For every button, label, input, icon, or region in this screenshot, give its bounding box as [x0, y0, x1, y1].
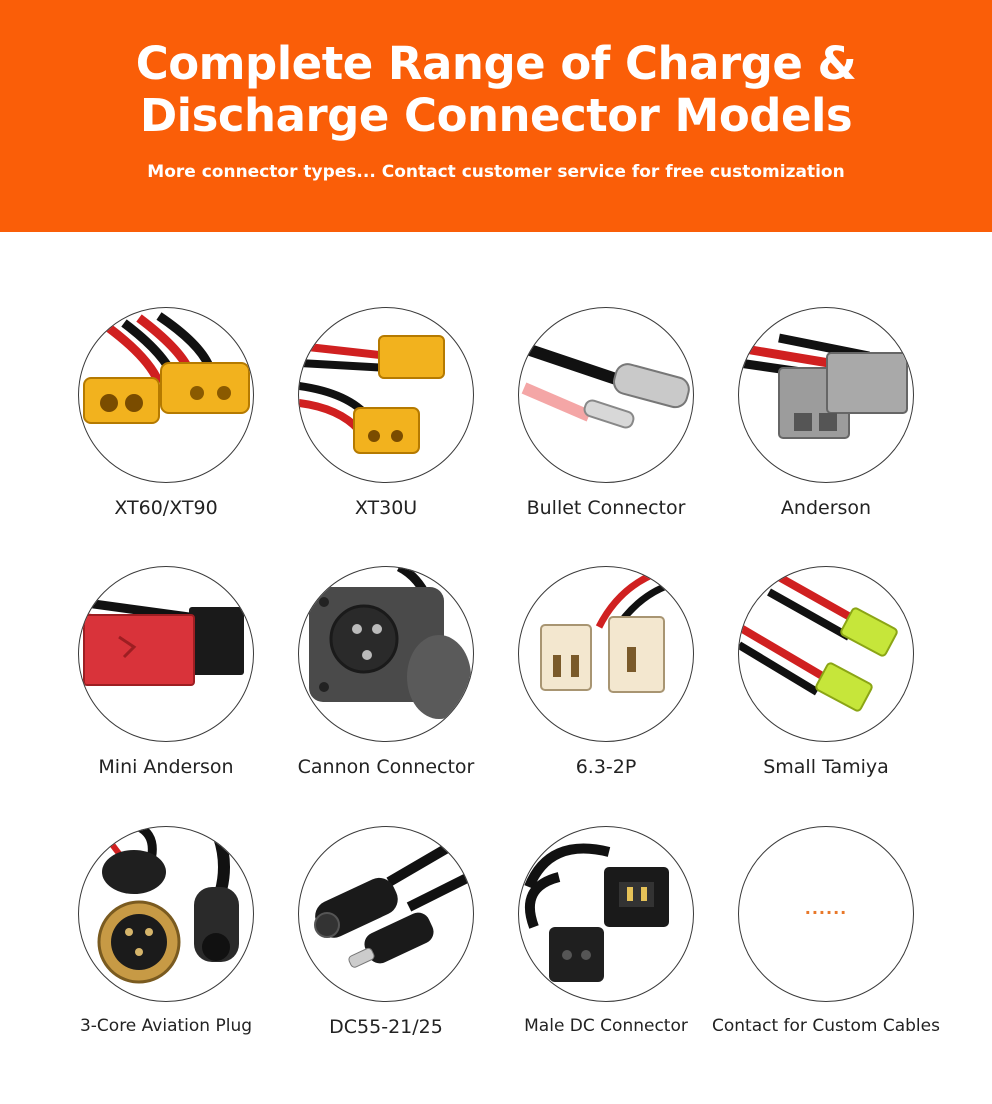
page-title-line-1: Complete Range of Charge & [135, 37, 857, 90]
connector-card-cannon[interactable]: Cannon Connector [276, 566, 496, 806]
connector-label: Cannon Connector [297, 756, 475, 778]
connector-label: DC55-21/25 [329, 1016, 443, 1038]
mini-anderson-connector-icon [78, 566, 254, 742]
connector-card-6-3-2p[interactable]: 6.3-2P [496, 566, 716, 806]
connector-card-mini-anderson[interactable]: Mini Anderson [56, 566, 276, 806]
page-subtitle: More connector types... Contact customer… [147, 162, 845, 182]
bullet-connector-icon [518, 307, 694, 483]
6-3-2p-connector-icon [518, 566, 694, 742]
connector-label: Mini Anderson [98, 756, 234, 778]
connector-grid: XT60/XT90 XT30U Bullet Connecto [0, 232, 992, 1104]
dc-barrel-connector-icon [298, 826, 474, 1002]
small-tamiya-connector-icon [738, 566, 914, 742]
cannon-connector-icon [298, 566, 474, 742]
connector-card-dc55[interactable]: DC55-21/25 [276, 826, 496, 1066]
page-title: Complete Range of Charge & Discharge Con… [0, 38, 992, 142]
aviation-plug-icon [78, 826, 254, 1002]
connector-card-aviation-plug[interactable]: 3-Core Aviation Plug [56, 826, 276, 1066]
connector-label: 3-Core Aviation Plug [79, 1016, 253, 1036]
connector-card-xt60-xt90[interactable]: XT60/XT90 [56, 307, 276, 547]
page-title-line-2: Discharge Connector Models [139, 89, 853, 142]
connector-card-male-dc[interactable]: Male DC Connector [496, 826, 716, 1066]
connector-label: Small Tamiya [763, 756, 889, 778]
connector-card-bullet[interactable]: Bullet Connector [496, 307, 716, 547]
ellipsis-dots: ...... [804, 898, 848, 918]
header-banner: Complete Range of Charge & Discharge Con… [0, 0, 992, 232]
connector-label: XT30U [354, 497, 418, 519]
xt30u-connector-icon [298, 307, 474, 483]
connector-label: Bullet Connector [526, 497, 686, 519]
ellipsis-dots-icon: ...... [738, 826, 914, 1002]
xt60-xt90-connector-icon [78, 307, 254, 483]
connector-label: Anderson [780, 497, 872, 519]
connector-label: Male DC Connector [524, 1016, 688, 1036]
connector-card-custom[interactable]: ...... Contact for Custom Cables [712, 826, 940, 1066]
anderson-connector-icon [738, 307, 914, 483]
connector-label: XT60/XT90 [114, 497, 218, 519]
connector-card-small-tamiya[interactable]: Small Tamiya [716, 566, 936, 806]
male-dc-connector-icon [518, 826, 694, 1002]
connector-card-xt30u[interactable]: XT30U [276, 307, 496, 547]
connector-label: 6.3-2P [575, 756, 637, 778]
connector-card-anderson[interactable]: Anderson [716, 307, 936, 547]
connector-label: Contact for Custom Cables [712, 1016, 940, 1036]
